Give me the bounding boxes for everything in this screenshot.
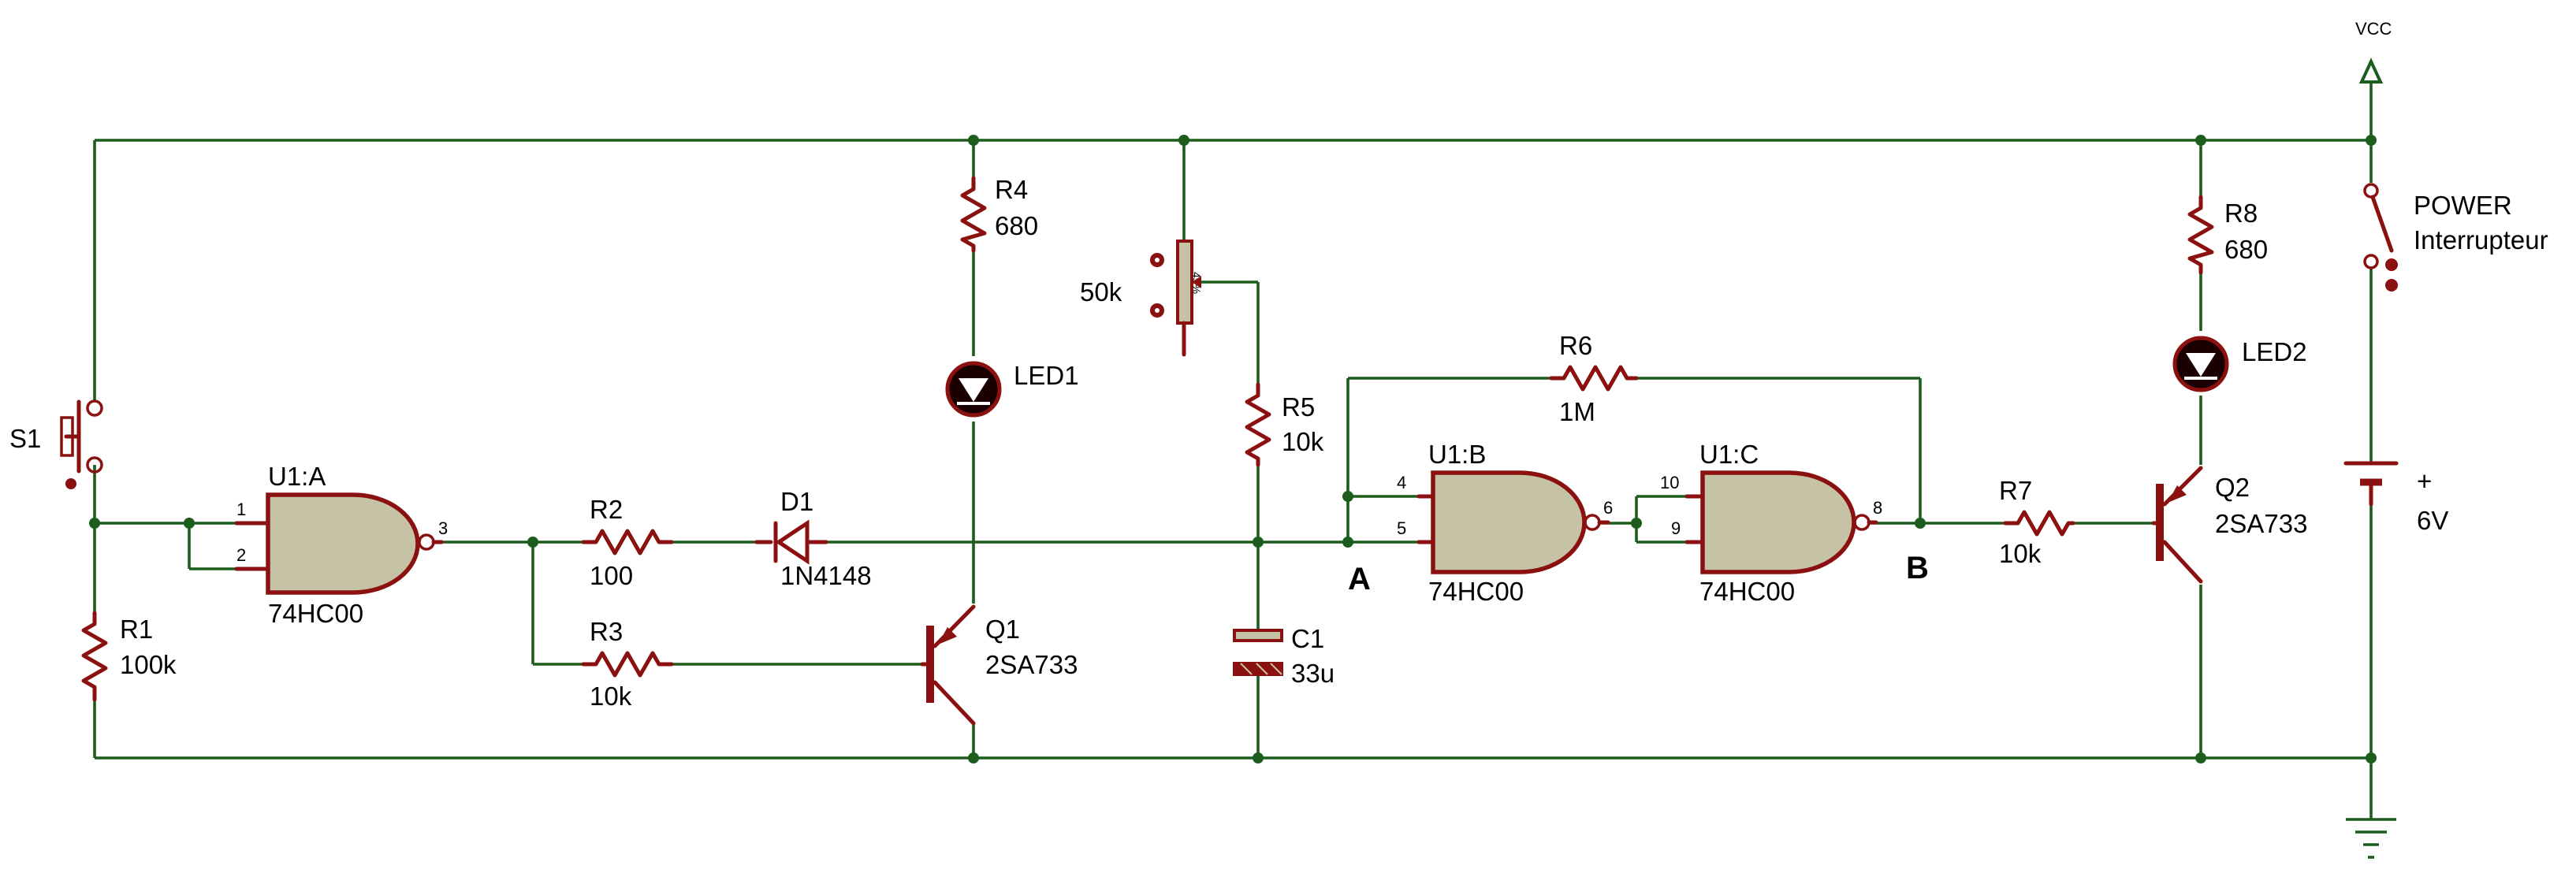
- d1-part: 1N4148: [780, 561, 872, 590]
- d1-diode: D1 1N4148: [754, 487, 872, 590]
- u1c-pin10: 10: [1660, 473, 1679, 492]
- power-switch-type: Interrupteur: [2414, 225, 2548, 254]
- u1a-pin1: 1: [236, 500, 246, 519]
- u1c-pin8: 8: [1873, 498, 1882, 518]
- r1-value: 100k: [120, 650, 177, 679]
- u1a-pin3: 3: [438, 518, 448, 538]
- r8-value: 680: [2224, 235, 2268, 264]
- ground-symbol: [2346, 818, 2396, 859]
- led1-ref: LED1: [1014, 361, 1079, 390]
- wires: [93, 80, 2373, 819]
- vcc-label: VCC: [2355, 19, 2392, 39]
- r2-value: 100: [590, 561, 633, 590]
- battery-value: 6V: [2417, 506, 2448, 535]
- potentiometer-50k: 45% 50k: [1080, 240, 1203, 357]
- r7-value: 10k: [1999, 539, 2042, 568]
- c1-capacitor: C1 33u: [1233, 624, 1335, 688]
- r6-resistor: R6 1M: [1549, 331, 1639, 426]
- u1c-ref: U1:C: [1699, 440, 1759, 469]
- r1-ref: R1: [120, 615, 153, 644]
- r5-resistor: R5 10k: [1245, 382, 1324, 467]
- q1-pnp-transistor: Q1 2SA733: [920, 604, 1078, 726]
- u1c-pin9: 9: [1671, 518, 1681, 538]
- r6-value: 1M: [1559, 397, 1595, 426]
- c1-ref: C1: [1291, 624, 1324, 653]
- u1c-part: 74HC00: [1699, 577, 1795, 606]
- d1-ref: D1: [780, 487, 813, 516]
- q2-pnp-transistor: Q2 2SA733: [2151, 466, 2307, 584]
- battery-6v: + 6V: [2343, 461, 2448, 535]
- s1-label: S1: [9, 424, 41, 453]
- r4-resistor: R4 680: [960, 175, 1038, 253]
- led1: LED1: [945, 361, 1079, 418]
- vcc-terminal: VCC: [2355, 19, 2392, 84]
- r7-resistor: R7 10k: [1999, 476, 2075, 568]
- node-b-label: B: [1906, 551, 1929, 585]
- r6-ref: R6: [1559, 331, 1592, 360]
- r2-ref: R2: [590, 495, 623, 524]
- pot-value: 50k: [1080, 277, 1122, 306]
- u1c-nand-gate: 10 9 8 U1:C 74HC00: [1660, 440, 1882, 606]
- r2-resistor: R2 100: [581, 495, 674, 590]
- r4-value: 680: [995, 211, 1038, 240]
- u1b-pin5: 5: [1397, 518, 1406, 538]
- led2: LED2: [2172, 336, 2307, 392]
- u1b-part: 74HC00: [1428, 577, 1524, 606]
- u1b-pin4: 4: [1397, 473, 1406, 492]
- power-switch: POWER Interrupteur: [2363, 183, 2548, 292]
- battery-polarity: +: [2417, 466, 2432, 496]
- u1a-pin2: 2: [236, 545, 246, 565]
- r8-resistor: R8 680: [2187, 195, 2268, 275]
- u1a-ref: U1:A: [268, 462, 326, 491]
- power-switch-ref: POWER: [2414, 191, 2512, 220]
- r5-ref: R5: [1282, 392, 1315, 422]
- r8-ref: R8: [2224, 199, 2258, 228]
- u1b-pin6: 6: [1603, 498, 1613, 518]
- r5-value: 10k: [1282, 427, 1324, 456]
- r3-ref: R3: [590, 617, 623, 646]
- r1-resistor: R1 100k: [81, 611, 177, 702]
- u1a-nand-gate: 1 2 3 U1:A 74HC00: [234, 462, 448, 628]
- q2-part: 2SA733: [2215, 509, 2307, 538]
- r3-resistor: R3 10k: [581, 617, 674, 711]
- c1-value: 33u: [1291, 659, 1335, 688]
- junction-dots: [89, 135, 2377, 763]
- q1-ref: Q1: [985, 615, 1020, 644]
- u1b-ref: U1:B: [1428, 440, 1486, 469]
- r7-ref: R7: [1999, 476, 2032, 505]
- u1b-nand-gate: 4 5 6 U1:B 74HC00: [1397, 440, 1613, 606]
- s1-pushbutton: S1: [9, 399, 103, 489]
- q2-ref: Q2: [2215, 473, 2250, 502]
- r3-value: 10k: [590, 682, 632, 711]
- led2-ref: LED2: [2242, 337, 2307, 366]
- q1-part: 2SA733: [985, 650, 1078, 679]
- node-a-label: A: [1348, 562, 1371, 596]
- r4-ref: R4: [995, 175, 1028, 204]
- u1a-part: 74HC00: [268, 599, 363, 628]
